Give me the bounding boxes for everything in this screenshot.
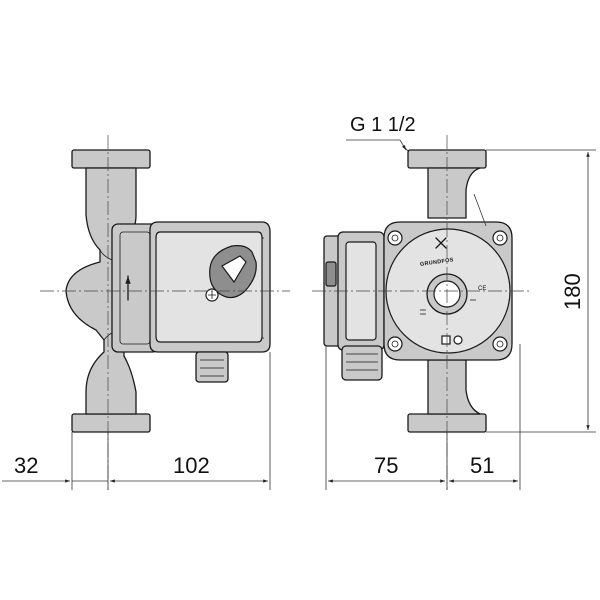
- nameplate-symbol-box: [441, 335, 451, 345]
- height-dimension: 180: [486, 149, 596, 433]
- bolt-top-left-icon: [387, 230, 403, 246]
- side-bottom-flange: [71, 413, 151, 433]
- side-screw-slot: [208, 291, 216, 299]
- nameplate-small-marks: [420, 299, 476, 315]
- speed-selector-knob-slot: [221, 255, 247, 284]
- connection-thread-label: G 1 1/2: [350, 114, 416, 136]
- side-width-dimensions: 32 102: [2, 352, 271, 490]
- side-cable-gland-ribs: [200, 359, 224, 377]
- grundfos-logo-icon: [435, 237, 447, 249]
- front-cable-gland: [341, 345, 383, 381]
- thread-hatch-left: [402, 145, 410, 153]
- height-dimension-value: 180: [560, 273, 585, 310]
- front-bottom-pipe: [427, 359, 481, 415]
- nameplate-leader-line: [473, 193, 487, 227]
- bolt-top-right-icon: [492, 230, 508, 246]
- side-top-flange: [71, 149, 151, 169]
- front-left-dimension-value: 75: [374, 453, 398, 478]
- front-right-dimension-value: 51: [470, 453, 494, 478]
- connection-leader-line: [346, 139, 407, 151]
- front-view: GRUNDFOS CE: [312, 135, 530, 490]
- bolt-bottom-left-icon: [387, 336, 403, 352]
- nameplate-brand: GRUNDFOS: [420, 257, 454, 268]
- side-view: [40, 135, 290, 490]
- front-top-pipe: [427, 167, 481, 219]
- nameplate-ce-mark: CE: [478, 286, 486, 292]
- front-cable-gland-ribs: [346, 353, 378, 371]
- side-left-dimension-value: 32: [14, 453, 38, 478]
- front-knob-side: [325, 261, 337, 287]
- bolt-bottom-right-icon: [492, 336, 508, 352]
- nameplate-symbol-circle: [453, 335, 463, 345]
- side-cable-gland: [195, 351, 229, 383]
- side-right-dimension-value: 102: [173, 453, 210, 478]
- front-width-dimensions: 75 51: [325, 344, 521, 490]
